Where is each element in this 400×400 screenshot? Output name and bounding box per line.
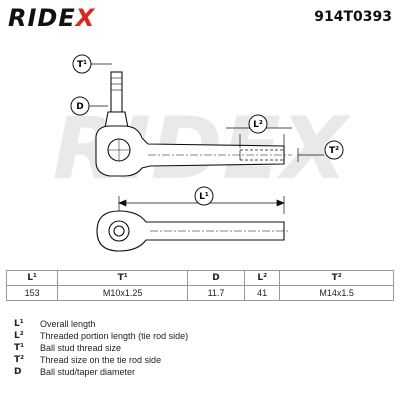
callout-t2-label: T² [329, 146, 339, 156]
callout-t1-label: T¹ [77, 60, 87, 70]
legend: L¹ Overall length L² Threaded portion le… [14, 318, 188, 378]
brand-logo-main: RIDE [8, 4, 76, 32]
dimension-l1 [118, 186, 285, 214]
table-cell: M10x1.25 [57, 285, 188, 301]
part-diagram: RIDEX T¹ D L² [53, 54, 351, 252]
table-header-cell: L² [244, 270, 281, 286]
legend-key: L¹ [14, 319, 24, 329]
callout-t1: T¹ [72, 54, 112, 74]
table-cell: 11.7 [186, 285, 246, 301]
table-header-cell: L¹ [5, 270, 59, 286]
spec-table: L¹ T¹ D L² T² 153 M10x1.25 11.7 41 M14x1… [5, 270, 394, 301]
legend-key: L² [14, 331, 24, 341]
callout-l1-label: L¹ [199, 192, 209, 202]
callout-t2 [297, 140, 344, 162]
side-view [95, 71, 292, 177]
brand-logo-x: X [75, 4, 96, 32]
table-header-cell: D [186, 270, 246, 286]
legend-desc: Threaded portion length (tie rod side) [40, 331, 189, 341]
table-cell: 153 [5, 285, 59, 301]
legend-desc: Thread size on the tie rod side [40, 355, 162, 365]
table-header-cell: T¹ [57, 270, 188, 286]
table-row: 153 M10x1.25 11.7 41 M14x1.5 [5, 285, 394, 301]
legend-item: T² Thread size on the tie rod side [14, 354, 188, 366]
table-cell: M14x1.5 [279, 285, 394, 301]
legend-key: T¹ [14, 343, 25, 353]
legend-key: T² [14, 355, 25, 365]
legend-desc: Overall length [40, 319, 96, 329]
callout-d: D [70, 96, 108, 116]
legend-desc: Ball stud/taper diameter [40, 367, 136, 377]
callout-l2-label: L² [253, 120, 263, 130]
legend-desc: Ball stud thread size [40, 343, 122, 353]
legend-item: D Ball stud/taper diameter [14, 366, 188, 378]
legend-item: L¹ Overall length [14, 318, 188, 330]
top-view [96, 210, 290, 252]
table-cell: 41 [244, 285, 281, 301]
legend-item: T¹ Ball stud thread size [14, 342, 188, 354]
header: RIDEX 914T0393 [0, 0, 400, 34]
brand-logo: RIDEX [8, 4, 95, 32]
callout-d-label: D [76, 102, 83, 112]
legend-item: L² Threaded portion length (tie rod side… [14, 330, 188, 342]
legend-key: D [14, 367, 22, 377]
table-header-row: L¹ T¹ D L² T² [5, 270, 394, 286]
table-header-cell: T² [279, 270, 394, 286]
part-number: 914T0393 [314, 9, 392, 25]
dimension-l2 [226, 114, 292, 148]
